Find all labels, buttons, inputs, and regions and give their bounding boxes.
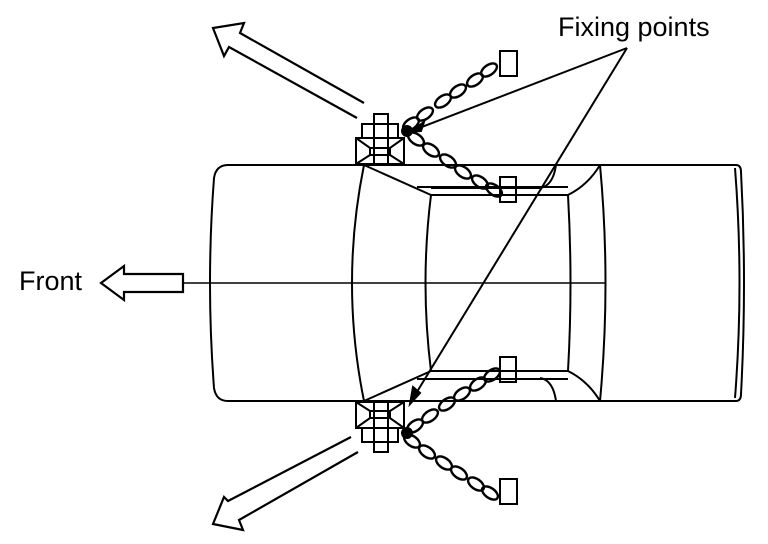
bottom-lower-chain (402, 432, 500, 503)
fixing-points-leaders (410, 48, 627, 404)
leader-top-head (410, 122, 424, 132)
top-forward-anchor (500, 51, 517, 76)
bottom-forward-anchor (500, 479, 517, 504)
roof-rail-bottom-curve (540, 378, 556, 401)
top-side-anchor (500, 177, 516, 202)
leader-top (414, 48, 627, 130)
top-fixing-assembly (356, 51, 517, 202)
fixing-points-label: Fixing points (558, 12, 710, 42)
rear-window-top (568, 165, 600, 195)
top-upper-chain (401, 61, 499, 134)
hollow-arrow-up-left-icon (213, 23, 364, 118)
bottom-fixing-assembly (356, 357, 517, 504)
trunk-line (600, 165, 606, 401)
windshield-left (364, 165, 431, 195)
rear-window-bottom (568, 371, 600, 401)
leader-bottom-head (410, 387, 420, 404)
top-lower-chain (406, 130, 504, 200)
car-outline (210, 165, 744, 401)
leader-bottom (412, 48, 627, 400)
windshield-left-b (364, 371, 431, 401)
front-label: Front (19, 266, 83, 296)
hollow-arrow-left-icon (101, 266, 183, 300)
car-body (183, 165, 744, 401)
bottom-side-anchor (500, 357, 516, 382)
hollow-arrow-down-left-icon (213, 437, 358, 530)
rear-bumper-line (735, 168, 740, 398)
